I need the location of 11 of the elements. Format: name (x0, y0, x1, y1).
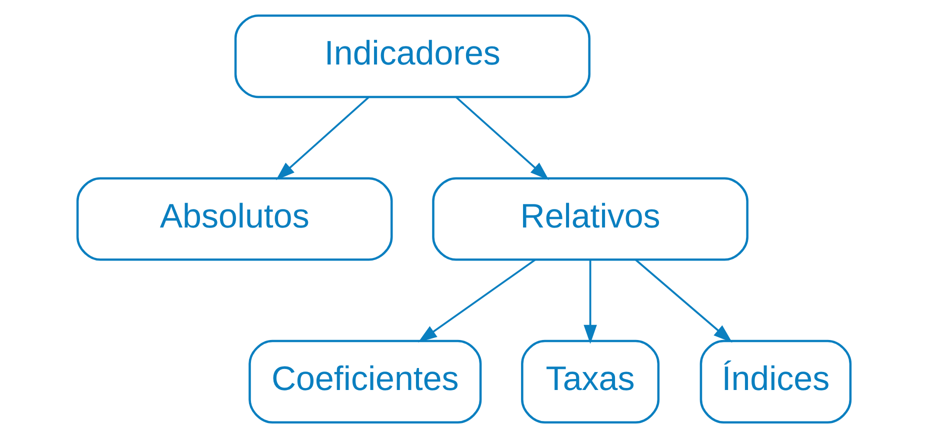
arrow (634, 259, 732, 343)
arrow (583, 260, 596, 344)
node-box: Indicadores (234, 14, 590, 98)
node-box: Taxas (520, 340, 660, 424)
node-box: Coeficientes (248, 340, 482, 424)
arrow (418, 259, 536, 342)
arrow (275, 96, 369, 180)
node-box: Absolutos (76, 177, 392, 261)
arrow (455, 96, 548, 180)
node-box: Índices (699, 340, 852, 424)
node-box: Relativos (432, 177, 748, 261)
